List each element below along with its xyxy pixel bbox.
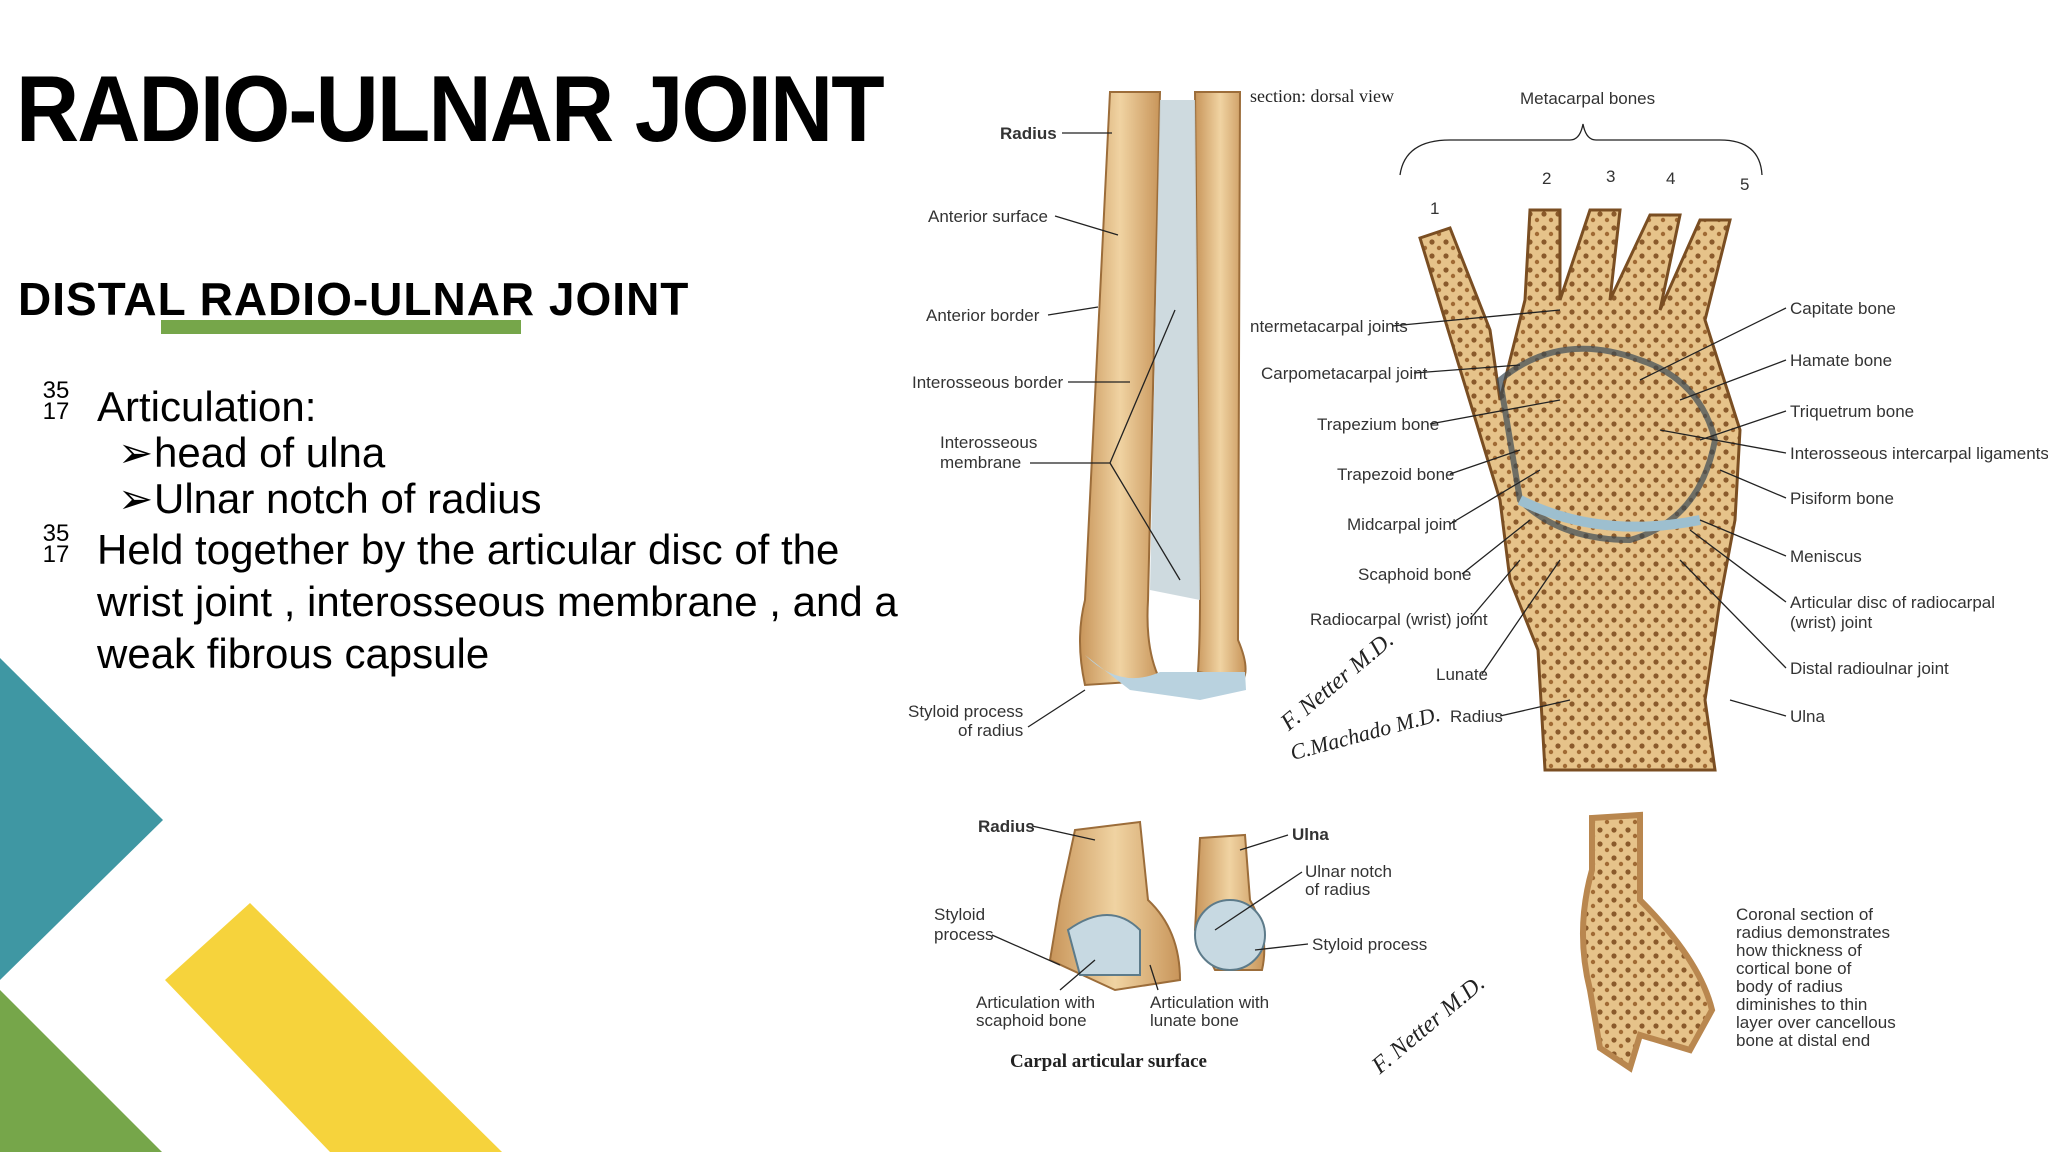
label-capitate: Capitate bone — [1790, 299, 1896, 318]
bullet-marker: 35 17 — [40, 520, 72, 568]
label-ulnar-notch: Ulnar notch — [1305, 862, 1392, 881]
label-carpometacarpal: Carpometacarpal joint — [1261, 364, 1428, 383]
carpal-labels: Radius Ulna Ulnar notch of radius Styloi… — [934, 817, 1427, 1072]
sub-item-text: head of ulna — [154, 429, 386, 476]
label-radius: Radius — [1000, 124, 1057, 143]
metacarpal-number: 1 — [1430, 199, 1439, 218]
label-pisiform: Pisiform bone — [1790, 489, 1894, 508]
metacarpal-number: 5 — [1740, 175, 1749, 194]
label-interosseous: Interosseous — [940, 433, 1037, 452]
label-articular-disc-2: (wrist) joint — [1790, 613, 1872, 632]
bullet-marker-bottom: 17 — [42, 541, 70, 568]
teal-triangle — [0, 658, 163, 980]
label-styloid: Styloid — [934, 905, 985, 924]
coronal-caption-line: body of radius — [1736, 977, 1843, 996]
slide-subtitle: DISTAL RADIO-ULNAR JOINT — [18, 273, 690, 325]
green-triangle — [0, 990, 162, 1152]
label-distal-radioulnar: Distal radioulnar joint — [1790, 659, 1949, 678]
coronal-caption-line: how thickness of — [1736, 941, 1862, 960]
label-interosseous-border: Interosseous border — [912, 373, 1064, 392]
metacarpal-number: 4 — [1666, 169, 1675, 188]
label-midcarpal: Midcarpal joint — [1347, 515, 1457, 534]
wrist-section-illustration — [1418, 208, 1742, 772]
label-articular-disc: Articular disc of radiocarpal — [1790, 593, 1995, 612]
label-ulna-wrist: Ulna — [1790, 707, 1826, 726]
wrist-header: section: dorsal view — [1250, 86, 1394, 106]
anatomy-figure: Radius Anterior surface Anterior border … — [908, 86, 2048, 1080]
coronal-caption-line: radius demonstrates — [1736, 923, 1890, 942]
label-trapezium: Trapezium bone — [1317, 415, 1439, 434]
label-membrane: membrane — [940, 453, 1021, 472]
arrow-bullet-icon: ➢ — [118, 475, 154, 522]
sub-item: ➢head of ulna — [118, 430, 385, 476]
label-hamate: Hamate bone — [1790, 351, 1892, 370]
forearm-labels: Radius Anterior surface Anterior border … — [908, 124, 1181, 740]
bullet-line: wrist joint , interosseous membrane , an… — [97, 578, 898, 625]
sub-item: ➢Ulnar notch of radius — [118, 476, 542, 522]
label-anterior-border: Anterior border — [926, 306, 1040, 325]
label-anterior-surface: Anterior surface — [928, 207, 1048, 226]
yellow-band — [165, 903, 502, 1152]
bullet-line: Held together by the articular disc of t… — [97, 526, 840, 573]
metacarpal-number: 2 — [1542, 169, 1551, 188]
bullet-marker: 35 17 — [40, 377, 72, 425]
bullet-marker-top: 35 — [42, 520, 70, 547]
carpal-surface-illustration — [1048, 820, 1266, 992]
coronal-caption: Coronal section of radius demonstrates h… — [1736, 905, 1896, 1050]
label-process: process — [934, 925, 994, 944]
bullet-line: weak fibrous capsule — [97, 630, 490, 677]
signature-netter-bottom: F. Netter M.D. — [1366, 970, 1490, 1080]
coronal-caption-line: cortical bone of — [1736, 959, 1852, 978]
bullet-held-together: Held together by the articular disc of t… — [97, 524, 898, 680]
slide-title: RADIO-ULNAR JOINT — [16, 56, 885, 161]
label-intercarpal-ligaments: Interosseous intercarpal ligaments — [1790, 444, 2048, 463]
coronal-section-illustration — [1580, 811, 1716, 1073]
label-lunate: Lunate — [1436, 665, 1488, 684]
label-articulation-scaphoid: Articulation with — [976, 993, 1095, 1012]
label-styloid-process: Styloid process — [908, 702, 1023, 721]
label-trapezoid: Trapezoid bone — [1337, 465, 1455, 484]
wrist-labels: section: dorsal view Metacarpal bones 1 … — [1250, 86, 2048, 726]
bullet-marker-bottom: 17 — [42, 398, 70, 425]
coronal-caption-line: Coronal section of — [1736, 905, 1873, 924]
bullet-articulation: Articulation: — [97, 383, 317, 430]
signatures: F. Netter M.D. C.Machado M.D. F. Netter … — [1275, 627, 1490, 1080]
coronal-caption-line: diminishes to thin — [1736, 995, 1867, 1014]
bullet-marker-top: 35 — [42, 377, 70, 404]
carpal-caption: Carpal articular surface — [1010, 1051, 1207, 1072]
label-radius-wrist: Radius — [1450, 707, 1503, 726]
label-intermetacarpal: ntermetacarpal joints — [1250, 317, 1408, 336]
label-ulnar-notch-2: of radius — [1305, 880, 1370, 899]
arrow-bullet-icon: ➢ — [118, 429, 154, 476]
metacarpal-number: 3 — [1606, 167, 1615, 186]
label-scaphoid: Scaphoid bone — [1358, 565, 1471, 584]
sub-item-text: Ulnar notch of radius — [154, 475, 542, 522]
label-styloid-process-ulna: Styloid process — [1312, 935, 1427, 954]
label-radiocarpal: Radiocarpal (wrist) joint — [1310, 610, 1488, 629]
forearm-illustration — [1079, 91, 1247, 700]
label-triquetrum: Triquetrum bone — [1790, 402, 1914, 421]
coronal-caption-line: bone at distal end — [1736, 1031, 1870, 1050]
label-of-radius: of radius — [958, 721, 1023, 740]
coronal-caption-line: layer over cancellous — [1736, 1013, 1896, 1032]
subtitle-underline — [161, 320, 521, 334]
label-articulation-lunate: Articulation with — [1150, 993, 1269, 1012]
metacarpal-header: Metacarpal bones — [1520, 89, 1655, 108]
label-meniscus: Meniscus — [1790, 547, 1862, 566]
label-radius-carpal: Radius — [978, 817, 1035, 836]
label-articulation-lunate-2: lunate bone — [1150, 1011, 1239, 1030]
label-ulna-carpal: Ulna — [1292, 825, 1329, 844]
label-articulation-scaphoid-2: scaphoid bone — [976, 1011, 1087, 1030]
